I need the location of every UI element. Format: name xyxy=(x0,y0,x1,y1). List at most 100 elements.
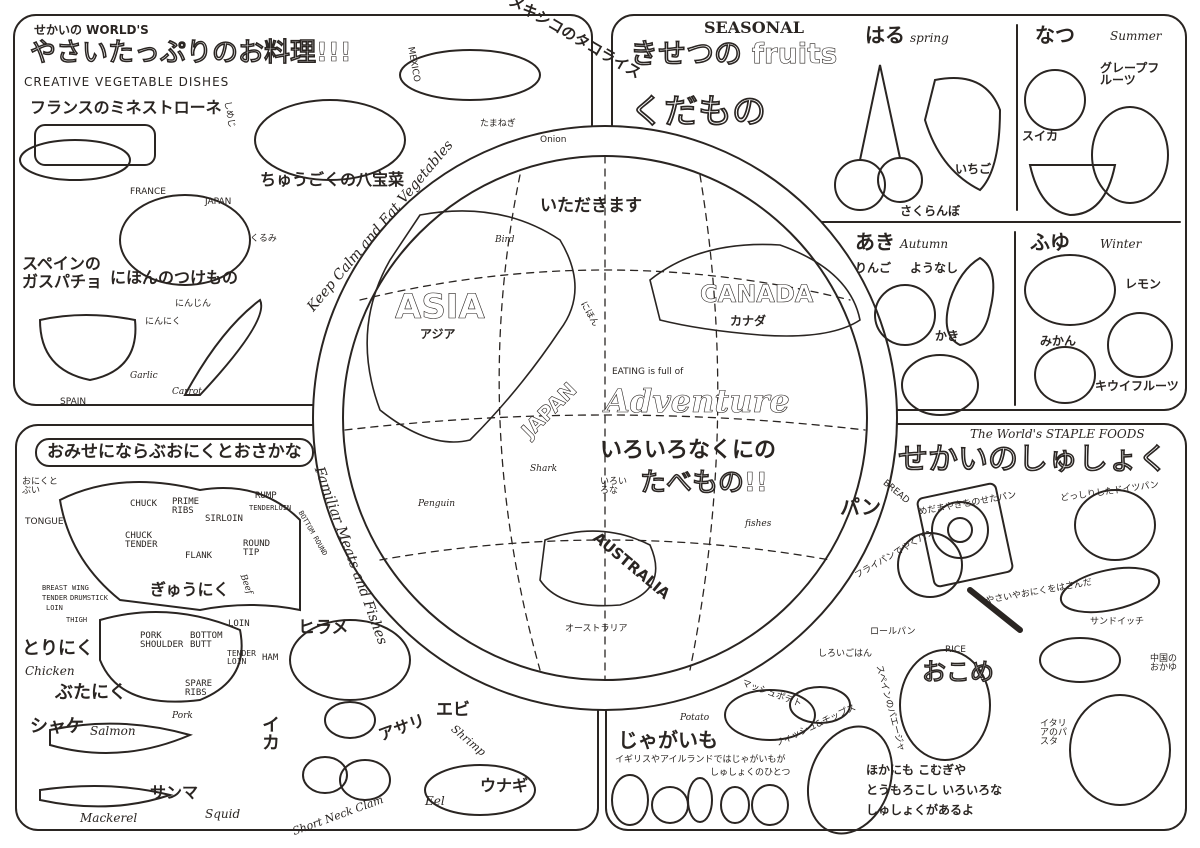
winter-en: Winter xyxy=(1100,237,1142,251)
potato-note-2: しゅしょくのひとつ xyxy=(710,768,791,778)
vegetables-title: やさいたっぷりのお料理!!! xyxy=(30,38,352,68)
beef-cut-4: TENDERLOIN xyxy=(249,504,292,512)
fruits-kicker: SEASONAL xyxy=(704,18,804,37)
canada-jp: カナダ xyxy=(730,314,767,328)
autumn-label: あき xyxy=(855,230,895,254)
fruits-title: きせつの fruits xyxy=(630,37,838,70)
sandwich-label: サンドイッチ xyxy=(1090,617,1145,627)
carrot-jp: にんじん xyxy=(175,299,212,309)
potato-en: Potato xyxy=(680,713,710,723)
chicken-jp: とりにく xyxy=(22,638,94,659)
adventure-label: Adventure xyxy=(605,382,790,420)
beef-jp: ぎゅうにく xyxy=(150,580,230,599)
foods-label: たべもの!! xyxy=(640,468,768,498)
fruits-title-2: くだもの xyxy=(630,92,767,132)
other-staples-1: ほかにも こむぎや xyxy=(866,763,967,777)
vegetables-kicker: せかいの WORLD'S xyxy=(34,23,149,37)
white-rice-label: しろいごはん xyxy=(818,649,873,659)
persimmon-label: かき xyxy=(935,329,960,343)
bird-label: Bird xyxy=(495,235,515,245)
beef-cut-3: RUMP xyxy=(255,491,277,501)
penguin-label: Penguin xyxy=(418,499,456,509)
apple-label: りんご xyxy=(855,261,892,275)
beef-cut-0: CHUCK xyxy=(130,499,158,509)
salmon-en: Salmon xyxy=(90,724,136,738)
spain-label: SPAIN xyxy=(60,397,87,407)
beef-cut-7: FLANK xyxy=(185,551,213,561)
summer-label: なつ xyxy=(1035,23,1075,47)
flounder-label: ヒラメ xyxy=(298,618,349,638)
vegetables-subtitle: CREATIVE VEGETABLE DISHES xyxy=(24,75,230,89)
autumn-en: Autumn xyxy=(900,237,949,251)
various-label: いろいろな xyxy=(600,477,628,496)
itadakimasu: いただきます xyxy=(540,196,642,216)
pork-jp: ぶたにく xyxy=(55,682,127,703)
chicken-cut-3: WING xyxy=(72,584,89,592)
summer-en: Summer xyxy=(1110,29,1162,43)
pork-cut-4: HAM xyxy=(262,653,279,663)
cherry-label: さくらんぼ xyxy=(900,204,961,218)
chicken-en: Chicken xyxy=(25,664,75,678)
garlic-jp: にんにく xyxy=(145,317,181,327)
watermelon-label: スイカ xyxy=(1022,129,1059,143)
chicken-cut-0: BREAST xyxy=(42,584,68,592)
winter-label: ふゆ xyxy=(1030,230,1070,254)
potato-note: イギリスやアイルランドではじゃがいもが xyxy=(615,755,786,765)
onion-jp: たまねぎ xyxy=(480,119,516,129)
mackerel-en: Mackerel xyxy=(80,811,138,825)
japan-label: JAPAN xyxy=(205,197,232,207)
beef-cut-6: CHUCK TENDER xyxy=(125,531,158,550)
pork-cut-2: LOIN xyxy=(228,619,250,629)
china-dish: ちゅうごくの八宝菜 xyxy=(260,170,405,189)
staples-title: せかいのしゅしょく xyxy=(898,442,1169,477)
chicken-cut-1: TENDER xyxy=(42,594,68,602)
mikan-label: みかん xyxy=(1040,334,1077,348)
lemon-label: レモン xyxy=(1125,277,1162,291)
beef-cut-1: PRIME RIBS xyxy=(172,497,200,516)
congee-label: 中国のおかゆ xyxy=(1150,654,1178,673)
garlic-label: Garlic xyxy=(130,371,158,381)
roll-label: ロールパン xyxy=(870,627,916,637)
fishes-label: fishes xyxy=(745,519,772,529)
rice-jp: おこめ xyxy=(922,658,995,686)
salmon-jp: シャケ xyxy=(30,716,84,737)
france-label: FRANCE xyxy=(130,187,166,197)
eating-label: EATING is full of xyxy=(612,367,684,377)
kiwi-label: キウイフルーツ xyxy=(1095,379,1179,393)
pork-cut-3: TENDER LOIN xyxy=(227,649,256,666)
pork-en: Pork xyxy=(172,711,193,721)
pork-cut-5: SPARE RIBS xyxy=(185,679,213,698)
asia-jp: アジア xyxy=(420,327,456,341)
shark-label: Shark xyxy=(530,464,558,474)
pork-cut-0: PORK SHOULDER xyxy=(140,631,184,650)
chicken-cut-4: DRUMSTICK xyxy=(70,594,108,602)
pork-cut-1: BOTTOM BUTT xyxy=(190,631,223,650)
carrot-label: Carrot xyxy=(172,387,202,397)
eel-en: Eel xyxy=(425,794,445,808)
various-countries: いろいろなくにの xyxy=(600,438,777,463)
other-staples-3: しゅしょくがあるよ xyxy=(866,803,975,817)
beef-cut-8: ROUND TIP xyxy=(243,539,271,558)
eel-jp: ウナギ xyxy=(480,776,529,795)
spring-label: はる xyxy=(865,23,905,47)
australia-jp: オーストラリア xyxy=(565,624,628,634)
canada-label: CANADA xyxy=(700,280,814,308)
meat-fish-title: おみせにならぶおにくとおさかな xyxy=(35,438,314,467)
japan-dish: にほんのつけもの xyxy=(110,268,239,287)
france-dish: フランスのミネストローネ xyxy=(30,98,222,117)
spring-en: spring xyxy=(910,31,949,45)
tongue-label: TONGUE xyxy=(25,517,64,527)
other-staples-2: とうもろこし いろいろな xyxy=(866,783,1003,797)
beef-cut-2: SIRLOIN xyxy=(205,514,243,524)
cuts-label: おにくとぶい xyxy=(22,477,58,496)
onion-label: Onion xyxy=(540,135,567,145)
chicken-cut-2: LOIN xyxy=(46,604,63,612)
staples-kicker: The World's STAPLE FOODS xyxy=(970,427,1145,441)
potato-jp: じゃがいも xyxy=(618,728,718,752)
squid-jp: イカ xyxy=(259,715,280,751)
shrimp-jp: エビ xyxy=(436,700,470,720)
pear-label: ようなし xyxy=(910,261,959,275)
asia-label: ASIA xyxy=(395,287,485,327)
